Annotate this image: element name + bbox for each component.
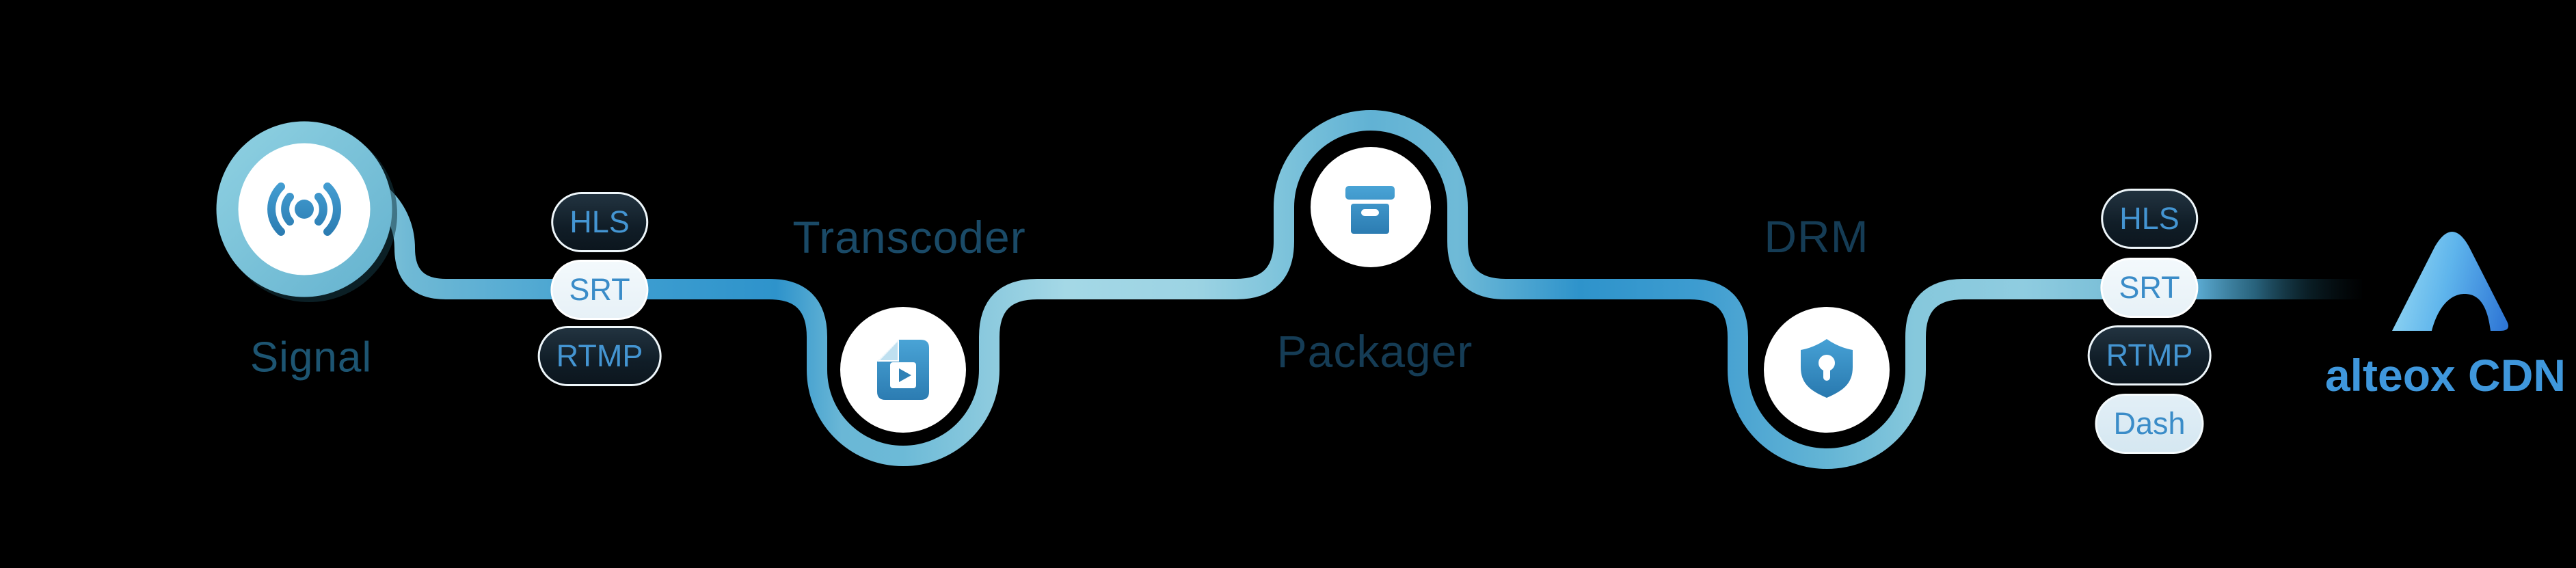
protocol-badge-rtmp-output: RTMP [2087, 325, 2212, 386]
drm-node [1764, 307, 1890, 433]
protocol-badge-srt-output: SRT [2100, 258, 2199, 318]
signal-node [216, 121, 397, 302]
protocol-badge-dash-output: Dash [2095, 394, 2204, 454]
shield-keyhole-icon [1801, 339, 1853, 398]
protocol-badge-srt-input: SRT [550, 260, 649, 320]
stage-label-transcoder: Transcoder [792, 212, 1026, 262]
flow-line [325, 109, 2362, 470]
alteox-cdn-label: alteox CDN [2324, 350, 2566, 401]
transcoder-node [840, 307, 966, 433]
protocol-badge-hls-input: HLS [551, 192, 648, 252]
protocol-badge-hls-output: HLS [2101, 189, 2198, 249]
video-file-icon [877, 340, 929, 400]
broadcast-icon [267, 182, 341, 236]
stage-label-packager: Packager [1276, 326, 1473, 377]
archive-box-icon [1345, 186, 1395, 234]
packager-node [1311, 147, 1431, 267]
stage-label-signal: Signal [250, 334, 373, 381]
alteox-logo-icon [2392, 232, 2509, 331]
protocol-badge-rtmp-input: RTMP [537, 326, 662, 386]
stage-label-drm: DRM [1764, 211, 1869, 262]
